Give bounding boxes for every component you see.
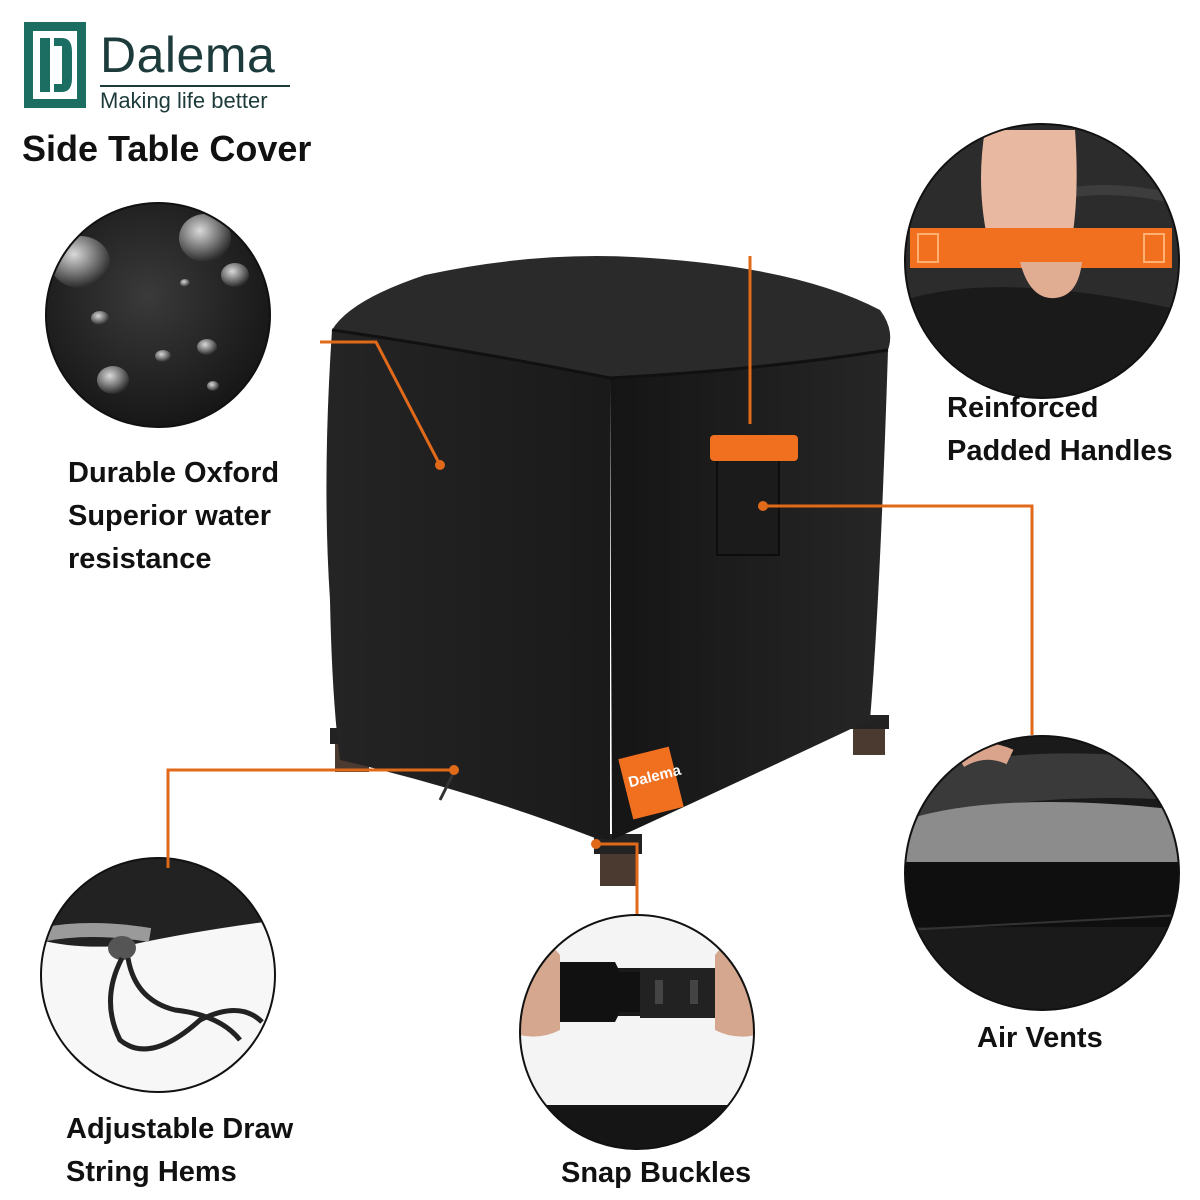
water-drop (180, 279, 190, 287)
caster-foot (594, 834, 642, 886)
air-vent-detail (905, 736, 1179, 1010)
feature-durable-line3: resistance (68, 543, 212, 575)
water-resistance-detail (46, 203, 270, 427)
water-drop (97, 366, 129, 394)
water-drop (179, 214, 231, 262)
feature-durable-line2: Superior water (68, 500, 272, 532)
feature-buckles-label: Snap Buckles (561, 1152, 751, 1195)
feature-durable-line1: Durable Oxford (68, 457, 280, 489)
water-drop (155, 350, 171, 362)
drawstring-detail (41, 858, 275, 1092)
feature-vents-label: Air Vents (977, 1017, 1103, 1060)
orange-strap (910, 228, 1172, 268)
handle-detail (905, 124, 1179, 398)
feature-handles-line2: Padded Handles (947, 435, 1173, 467)
water-drop (207, 381, 219, 391)
brand-tag (618, 746, 684, 820)
feature-handles-label: Reinforced Padded Handles (947, 387, 1173, 473)
cover-handle (710, 435, 798, 461)
buckle-detail (520, 915, 754, 1149)
water-drop (221, 263, 249, 287)
buckle-male-graphic (560, 962, 640, 1022)
cord-lock-graphic (108, 936, 136, 960)
buckle-female-graphic (640, 968, 720, 1018)
hand-graphic (981, 130, 1077, 250)
cord-graphic (108, 956, 264, 1052)
feature-buckles-line1: Snap Buckles (561, 1157, 752, 1189)
feature-drawstring-label: Adjustable Draw String Hems (66, 1108, 293, 1194)
page-title: Side Table Cover (22, 128, 312, 169)
hand-graphic (520, 939, 560, 1037)
water-drop (91, 311, 109, 325)
brand-name: Dalema (100, 27, 276, 83)
dalema-logo-icon (24, 22, 86, 108)
feature-durable-label: Durable Oxford Superior water resistance (68, 452, 279, 581)
table-cover-graphic (326, 256, 891, 886)
feature-drawstring-line2: String Hems (66, 1156, 237, 1188)
caster-foot (847, 715, 889, 755)
brand-tagline: Making life better (100, 88, 268, 113)
callout-lines (166, 256, 1034, 914)
water-drop (197, 339, 217, 355)
water-drop (248, 377, 270, 413)
feature-drawstring-line1: Adjustable Draw (66, 1113, 294, 1145)
feature-handles-line1: Reinforced (947, 392, 1099, 424)
brand-divider (100, 85, 290, 87)
feature-vents-line1: Air Vents (977, 1022, 1103, 1054)
